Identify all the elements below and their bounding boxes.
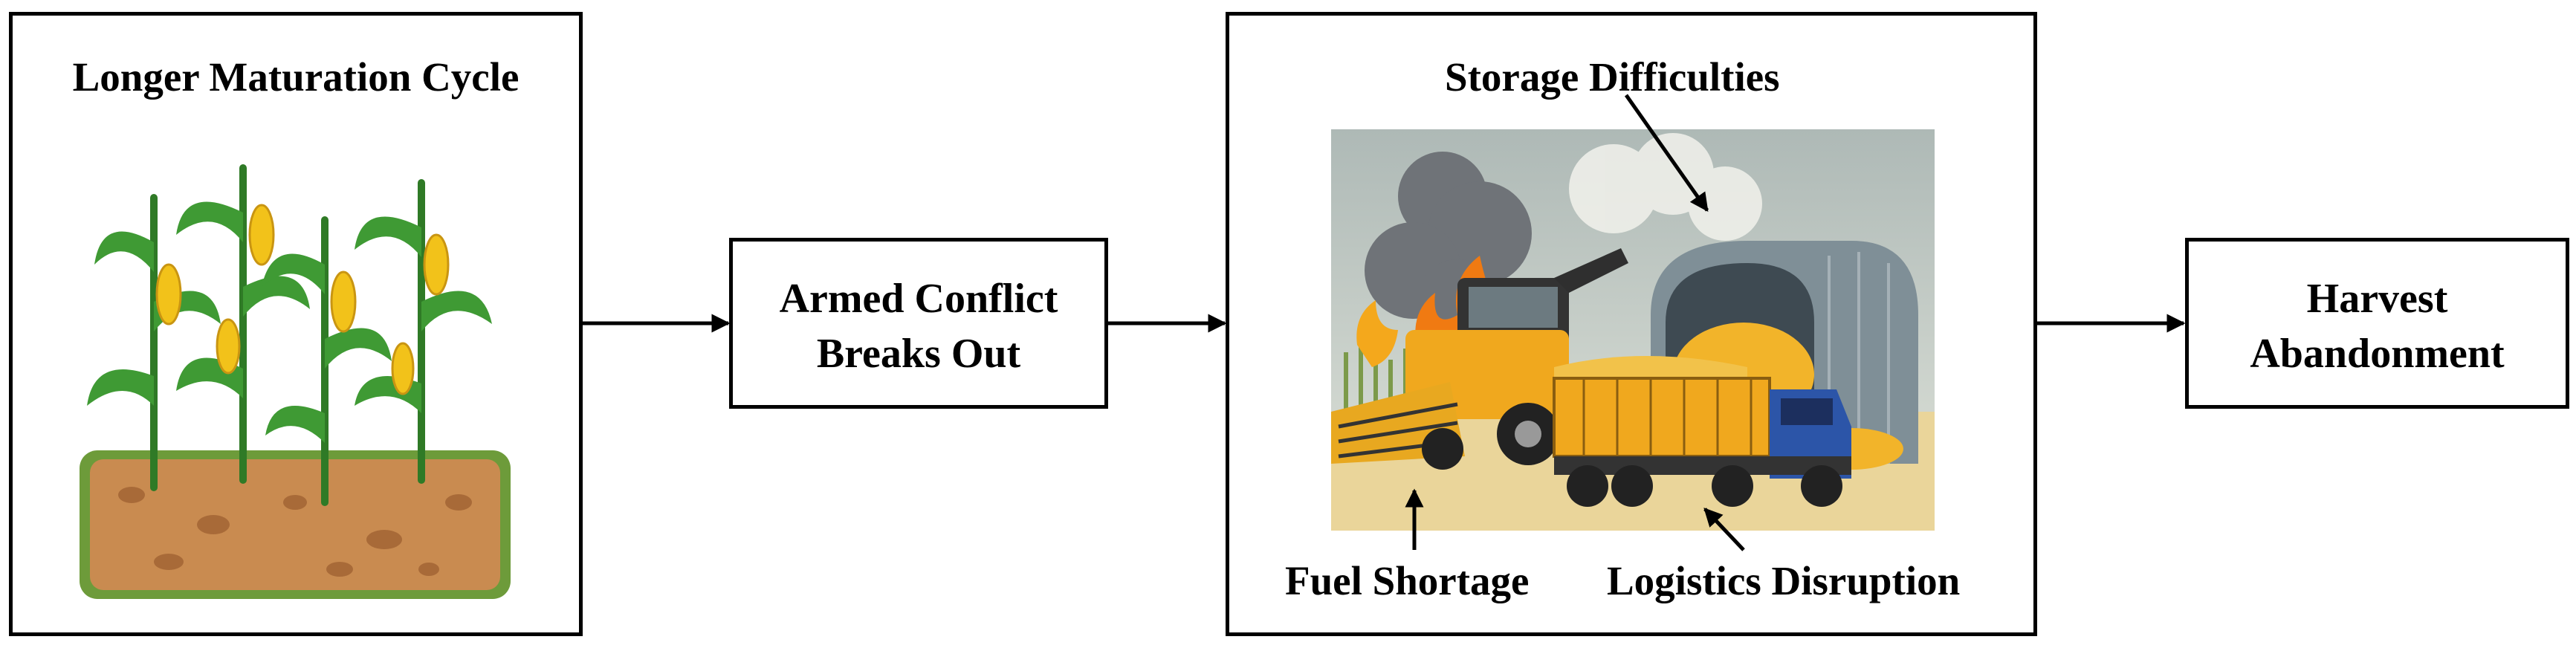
combine-harvester (1331, 248, 1628, 470)
maturation-box: Longer Maturation Cycle (9, 12, 583, 636)
conflict-line1: Armed Conflict (779, 276, 1058, 322)
logistics-pointer-arrow (1703, 508, 1745, 551)
abandonment-line1: Harvest (2306, 276, 2448, 322)
cargo-truck (1553, 356, 1851, 507)
storage-pointer-arrow (1624, 94, 1709, 213)
harvest-scene-illustration (1331, 129, 1935, 531)
maturation-title: Longer Maturation Cycle (72, 54, 520, 100)
storage-difficulties-label: Storage Difficulties (1445, 54, 1780, 100)
conflict-line2: Breaks Out (816, 331, 1021, 377)
fuel-shortage-label: Fuel Shortage (1285, 558, 1530, 603)
conflict-box: Armed Conflict Breaks Out (729, 238, 1108, 409)
abandonment-box: Harvest Abandonment (2185, 238, 2569, 409)
abandonment-line2: Abandonment (2250, 331, 2505, 377)
logistics-disruption-label: Logistics Disruption (1607, 558, 1961, 603)
impacts-box: Storage Difficulties (1226, 12, 2037, 636)
corn-cobs (155, 204, 450, 395)
corn-field-illustration (80, 164, 511, 599)
